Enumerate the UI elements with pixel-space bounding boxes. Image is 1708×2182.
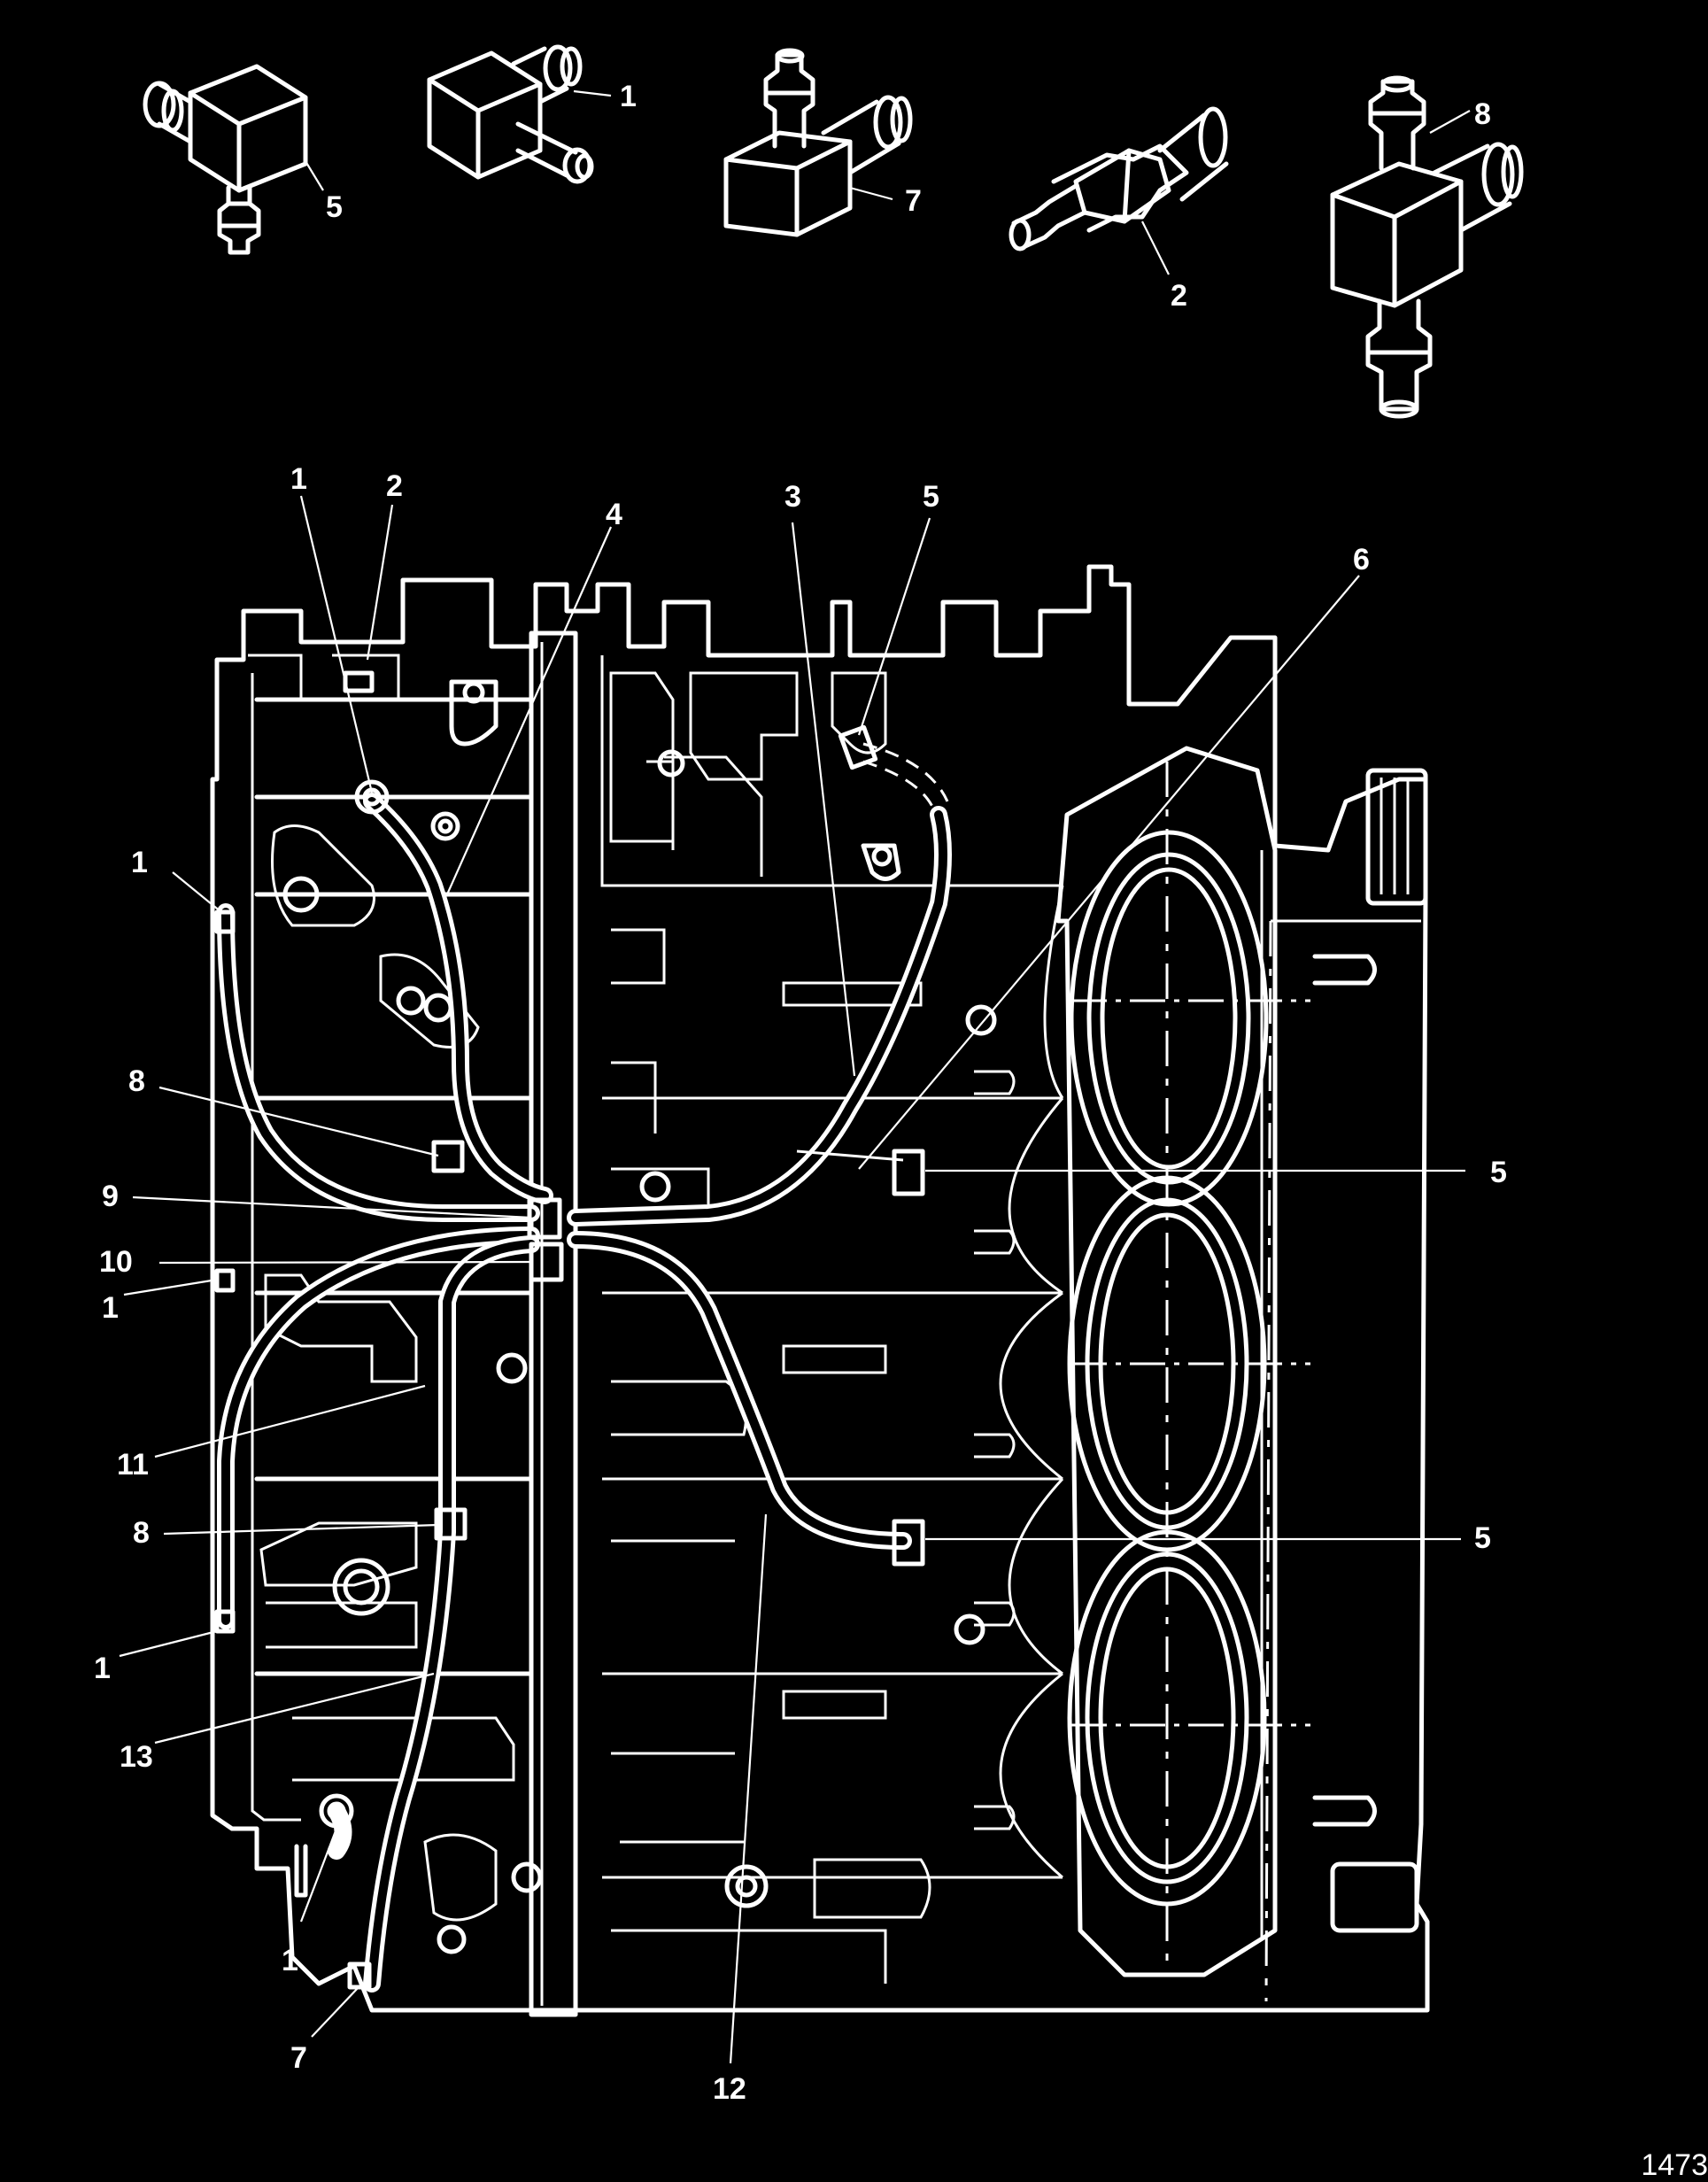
- fitting-tee-5: [143, 64, 308, 255]
- cylinder-bores: [1067, 830, 1310, 1907]
- hose-routing: [217, 742, 952, 1992]
- callout-left-8a: 8: [128, 1064, 145, 1098]
- callout-left-1b: 1: [102, 1291, 119, 1325]
- fitting-tee-7: [723, 48, 913, 237]
- fitting-elbow-1: [427, 44, 594, 184]
- callout-right-5b: 5: [1474, 1521, 1491, 1555]
- fitting-connector-2: [1009, 106, 1229, 251]
- callout-left-1a: 1: [131, 846, 148, 879]
- block-fittings: [214, 724, 925, 1990]
- callout-top-4: 4: [606, 498, 622, 531]
- callout-top-2: 2: [386, 469, 403, 503]
- callout-right-5a: 5: [1490, 1156, 1507, 1189]
- callout-fitting-1: 1: [620, 80, 637, 113]
- leader-lines: [119, 89, 1471, 2064]
- callout-top-6: 6: [1353, 543, 1370, 576]
- callout-top-5: 5: [923, 480, 939, 514]
- callout-left-9: 9: [102, 1180, 119, 1213]
- callout-left-11: 11: [117, 1448, 149, 1482]
- figure-code: 1473: [1641, 2148, 1708, 2182]
- callout-bottom-1: 1: [282, 1944, 298, 1977]
- callout-bottom-7: 7: [290, 2041, 307, 2075]
- callout-left-10: 10: [99, 1245, 133, 1279]
- callout-fitting-5: 5: [326, 190, 343, 224]
- callout-top-3: 3: [784, 480, 801, 514]
- callout-fitting-7: 7: [905, 184, 922, 218]
- callout-left-13: 13: [120, 1740, 153, 1774]
- callout-fitting-2: 2: [1171, 279, 1187, 313]
- callout-left-1c: 1: [94, 1652, 111, 1685]
- fitting-tee-8: [1330, 75, 1524, 419]
- callout-bottom-12: 12: [713, 2072, 746, 2106]
- callout-left-8b: 8: [133, 1516, 150, 1550]
- callout-fitting-8: 8: [1474, 97, 1491, 131]
- callout-top-1: 1: [290, 462, 307, 496]
- callout-labels: 5 1 7 2 8 1 2 4 3 5 6 1 8 9 10 1 11 8 1 …: [94, 80, 1507, 2106]
